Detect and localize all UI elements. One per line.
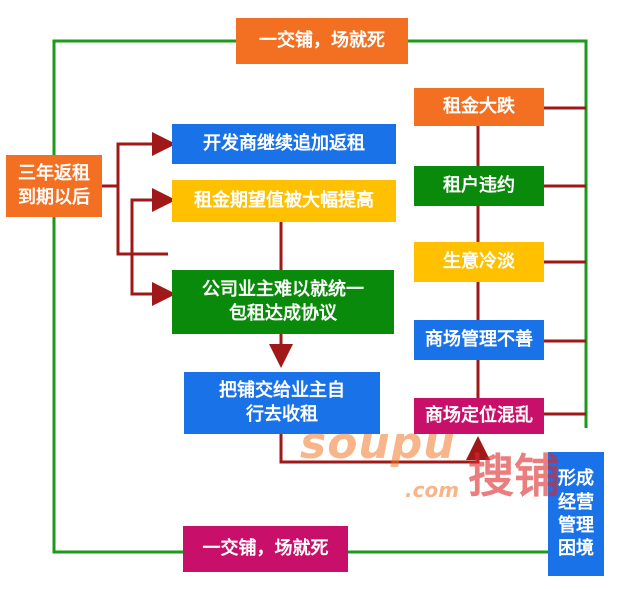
flow-arrow: [279, 434, 490, 464]
owners-agree-node: 公司业主难以就统一 包租达成协议: [172, 270, 394, 334]
branch-arrow: [130, 254, 176, 306]
rent-expect-node: 租金期望值被大幅提高: [172, 180, 396, 222]
business-cold-node: 生意冷淡: [414, 242, 544, 282]
developer-node: 开发商继续追加返租: [172, 124, 396, 164]
rent-drop-node: 租金大跌: [414, 88, 544, 126]
positioning-chaos-node: 商场定位混乱: [414, 398, 544, 434]
operation-difficulty-node: 形成 经营 管理 困境: [548, 452, 604, 576]
branch-arrow: [130, 188, 176, 254]
watermark-brand: 搜铺: [468, 449, 560, 503]
owners-rent-node: 把铺交给业主自 行去收租: [184, 372, 380, 434]
loop-line: [408, 39, 588, 428]
branch-arrow: [102, 132, 176, 188]
branch-arrow: [116, 186, 168, 256]
poor-management-node: 商场管理不善: [414, 320, 544, 360]
watermark-domain: .com: [405, 478, 460, 502]
tenant-breach-node: 租户违约: [414, 166, 544, 206]
start-node: 三年返租 到期以后: [6, 155, 102, 217]
top-banner: 一交铺，场就死: [236, 18, 408, 64]
loop-line: [52, 39, 236, 554]
bottom-banner: 一交铺，场就死: [183, 526, 348, 572]
watermark-text: soupu: [300, 418, 456, 469]
